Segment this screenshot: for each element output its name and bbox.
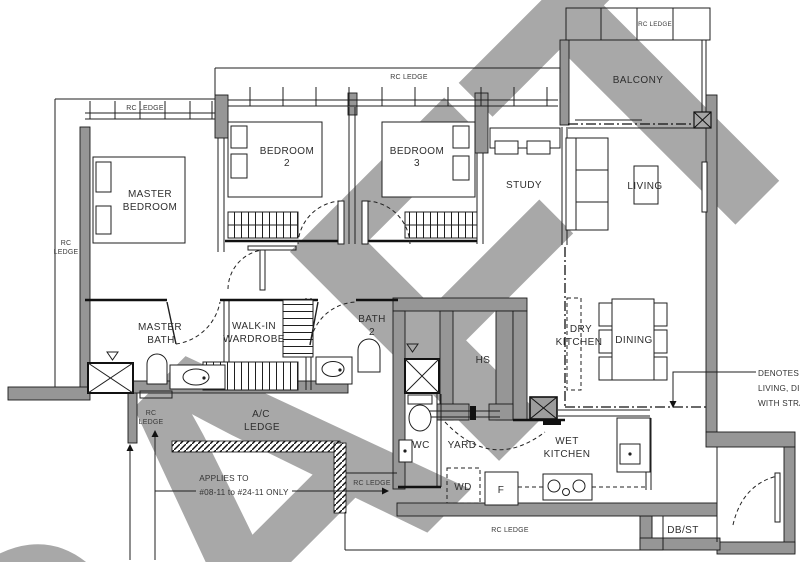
pier-bed2-bed3 [347, 92, 358, 116]
label-hs: HS [476, 355, 491, 366]
wall-below-shaft [127, 392, 138, 444]
fixtures-layer [87, 111, 712, 506]
label-yard: YARD [448, 440, 477, 451]
door-leaf-master [259, 249, 266, 291]
wet-kitchen-fixtures [446, 406, 651, 506]
label-rc-ledge-mid-1: RC [146, 410, 157, 417]
label-dry-kitchen-1: DRY [570, 324, 592, 335]
door-leaf-entry [774, 472, 781, 523]
fridge-box [484, 471, 519, 506]
label-study: STUDY [506, 180, 542, 191]
hatch-ac-ledge [171, 440, 341, 453]
note-applies-1: APPLIES TO [199, 474, 248, 483]
label-ac-ledge-1: A/C [252, 409, 270, 420]
wall-entry-bottom [716, 541, 796, 555]
label-rc-ledge-mid-2: LEDGE [139, 419, 164, 426]
label-rc-ledge-bottom-center: RC LEDGE [491, 527, 529, 534]
label-rc-ledge-bottom-left: RC LEDGE [353, 480, 391, 487]
label-rc-ledge-top: RC LEDGE [390, 74, 428, 81]
hs-door-leaf [470, 406, 476, 420]
label-bedroom3-1: BEDROOM [390, 146, 444, 157]
label-fridge: F [498, 485, 505, 496]
master-bed [92, 156, 186, 244]
dry-kitchen-counter [566, 297, 582, 391]
wall-dbst-bottom [639, 537, 721, 551]
bed2 [227, 121, 323, 239]
ledge-window-layer [54, 7, 718, 551]
sofa [565, 137, 609, 231]
coffee-table [633, 165, 659, 205]
label-master-bedroom-2: BEDROOM [123, 202, 177, 213]
hatch-vertical [333, 442, 347, 514]
label-balcony: BALCONY [613, 75, 664, 86]
label-wc: WC [412, 440, 429, 451]
door-leaf-bed2 [337, 200, 345, 245]
wall-left [79, 126, 91, 390]
dashdot-layer [564, 123, 706, 408]
walkin-wardrobe-shelves [282, 299, 314, 358]
dining-set [598, 298, 668, 381]
note-denotes-3: WITH STRA [758, 399, 800, 408]
wall-right [705, 94, 718, 433]
wall-left-ledge-arm [7, 386, 91, 401]
label-wd: WD [454, 482, 471, 493]
label-master-bath-1: MASTER [138, 322, 182, 333]
label-bath2-2: 2 [369, 327, 375, 338]
label-bedroom2-2: 2 [284, 158, 290, 169]
annotation-layer [126, 371, 756, 560]
label-master-bedroom-1: MASTER [128, 189, 172, 200]
label-dry-kitchen-2: KITCHEN [556, 337, 603, 348]
furniture-layer [92, 121, 708, 391]
note-applies-2: #08-11 to #24-11 ONLY [199, 488, 289, 497]
label-bath2-1: BATH [358, 314, 386, 325]
label-walkin-2: WARDROBE [223, 334, 285, 345]
label-rc-ledge-master: RC LEDGE [126, 105, 164, 112]
hs-wall-bottom-r [488, 403, 514, 421]
label-walkin-1: WALK-IN [232, 321, 276, 332]
label-dining: DINING [615, 335, 652, 346]
wall-right-step [705, 431, 796, 448]
bath2-fixtures [315, 338, 419, 385]
label-rc-ledge-balcony: RC LEDGE [638, 21, 672, 28]
pier-master-bed2 [214, 94, 229, 139]
tv-console [701, 161, 708, 213]
doors-layer [166, 200, 781, 526]
shaft-step [543, 420, 561, 425]
study-desk [489, 127, 561, 155]
shafts [87, 111, 712, 425]
note-denotes-1: DENOTES 4 [758, 369, 800, 378]
wall-right-lower [783, 446, 796, 553]
master-bath-fixtures [106, 351, 226, 390]
label-bedroom3-2: 3 [414, 158, 420, 169]
label-wet-kitchen-2: KITCHEN [544, 449, 591, 460]
labels-layer: MASTER BEDROOM BEDROOM 2 BEDROOM 3 STUDY… [54, 21, 800, 536]
hatch-layer [171, 440, 347, 514]
label-bedroom2-1: BEDROOM [260, 146, 314, 157]
label-living: LIVING [627, 181, 662, 192]
wall-balcony-left [559, 39, 570, 126]
wall-kitchen-bottom [396, 502, 718, 517]
label-master-bath-2: BATH [147, 335, 175, 346]
hs-wall-bottom-l [436, 403, 470, 421]
bed3 [381, 121, 478, 239]
note-denotes-2: LIVING, DIN [758, 384, 800, 393]
hs-wall-east2 [512, 310, 528, 421]
door-leaf-bed3 [361, 200, 369, 245]
washer-dryer-box [446, 467, 481, 504]
label-ac-ledge-2: LEDGE [244, 422, 280, 433]
hs-wall-top [392, 297, 528, 312]
label-rc-ledge-left-2: LEDGE [54, 249, 79, 256]
label-rc-ledge-left-1: RC [61, 240, 72, 247]
label-wet-kitchen-1: WET [555, 436, 578, 447]
label-db-st: DB/ST [667, 525, 698, 536]
wc-fixtures [398, 394, 433, 463]
